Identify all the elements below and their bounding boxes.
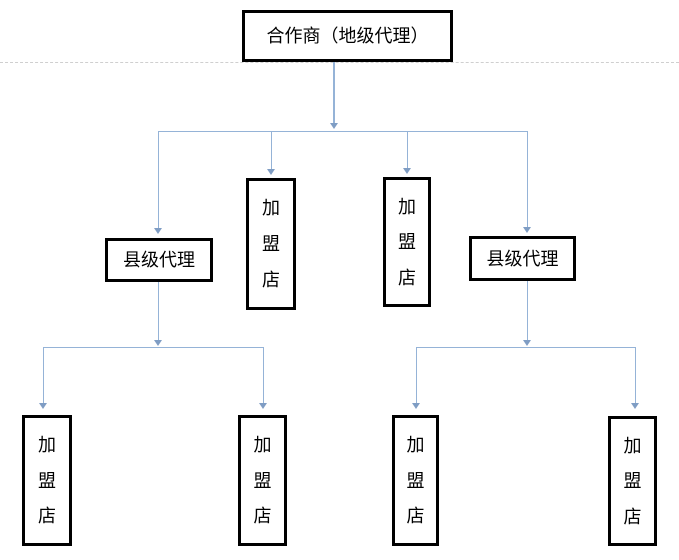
arrowhead-franchise-b4 [631,403,639,409]
connector-drop-franchise-b4 [635,347,636,404]
node-franchise-mid-left: 加盟店 [246,178,296,310]
arrowhead-county-left-feed [154,340,162,346]
node-franchise-bottom-2: 加盟店 [238,415,287,546]
connector-drop-county-left [158,131,159,229]
node-root-partner: 合作商（地级代理） [242,10,453,62]
arrowhead-county-right [523,227,531,233]
node-county-agent-right: 县级代理 [469,236,576,281]
arrowhead-county-right-feed [523,340,531,346]
connector-county-left-feed [158,282,159,341]
connector-drop-franchise-mid-right [407,131,408,170]
arrowhead-franchise-b2 [259,403,267,409]
connector-root-feed-line [333,62,335,125]
connector-county-right-feed [527,281,528,341]
connector-left-subtree-bar [43,347,264,348]
node-franchise-bottom-4: 加盟店 [608,416,657,546]
connector-right-subtree-bar [416,347,636,348]
node-franchise-bottom-3: 加盟店 [392,415,439,546]
arrowhead-county-left [154,228,162,234]
arrowhead-franchise-mid-right [403,168,411,174]
node-franchise-mid-right: 加盟店 [383,177,431,307]
connector-drop-franchise-b1 [43,347,44,404]
connector-drop-county-right [527,131,528,228]
arrowhead-root-feed [330,123,338,129]
connector-drop-franchise-mid-left [271,131,272,170]
connector-drop-franchise-b3 [416,347,417,404]
node-county-agent-left: 县级代理 [105,238,213,282]
page-boundary-dashed-line [0,62,679,63]
arrowhead-franchise-b3 [412,403,420,409]
arrowhead-franchise-mid-left [267,169,275,175]
arrowhead-franchise-b1 [39,403,47,409]
connector-drop-franchise-b2 [263,347,264,404]
node-franchise-bottom-1: 加盟店 [22,415,72,546]
connector-level1-bar [158,131,528,132]
